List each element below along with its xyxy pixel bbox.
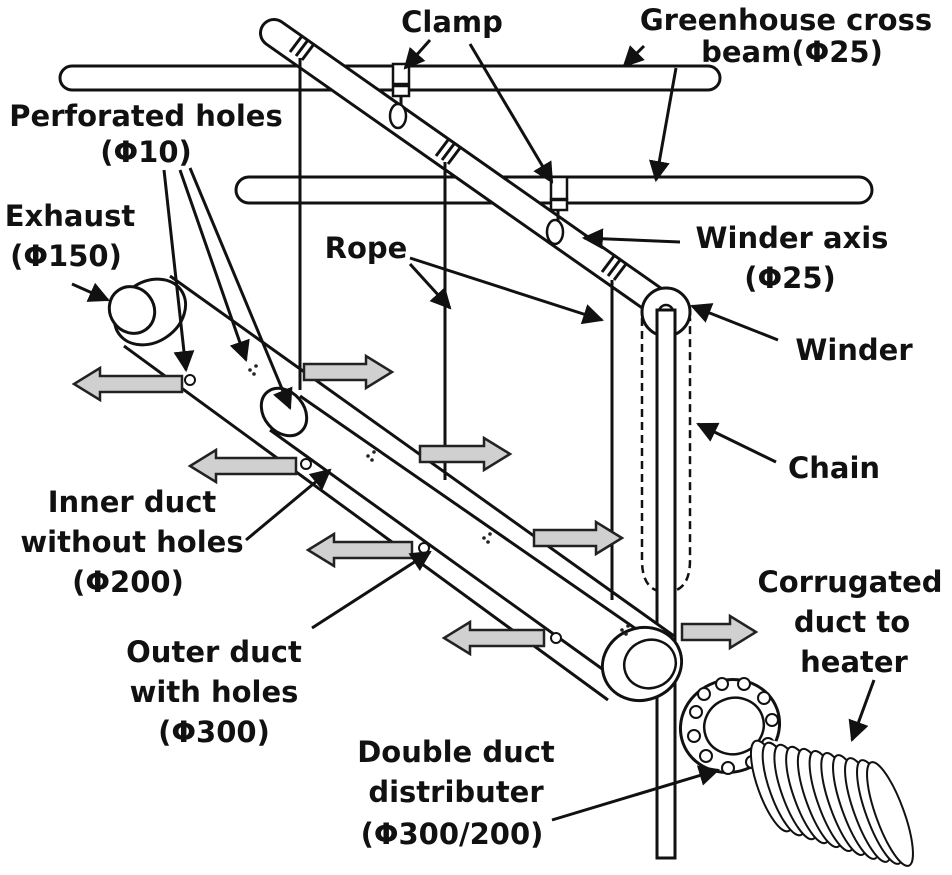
exhaust-label-line2: (Φ150) <box>10 239 122 273</box>
winder-axis-label-line1: Winder axis <box>696 221 889 255</box>
inner-duct-label-line1: Inner duct <box>48 485 217 519</box>
distributer-label-line3: (Φ300/200) <box>361 817 544 851</box>
clamp-label: Clamp <box>401 5 503 39</box>
greenhouse-beam-label-line2: beam(Φ25) <box>701 35 883 69</box>
distributer-label-line1: Double duct <box>357 735 555 769</box>
clamp-upper <box>388 62 411 130</box>
inner-duct-label-line3: (Φ200) <box>72 565 184 599</box>
corrugated-label-line2: duct to <box>794 605 910 639</box>
perforated-holes <box>184 364 630 644</box>
distributer-label-line2: distributer <box>368 775 544 809</box>
outer-duct-label-line1: Outer duct <box>126 635 302 669</box>
corrugated-label-line3: heater <box>800 645 908 679</box>
outer-duct-label-line3: (Φ300) <box>158 715 270 749</box>
inner-duct-label-line2: without holes <box>20 525 243 559</box>
rope-label: Rope <box>325 231 408 265</box>
perforated-holes-label-line1: Perforated holes <box>9 99 282 133</box>
exhaust-label-line1: Exhaust <box>5 199 136 233</box>
ropes <box>298 58 614 600</box>
corrugated-label-line1: Corrugated <box>757 565 942 599</box>
rope-winding-3 <box>600 255 628 281</box>
rope-winding-1 <box>288 35 316 61</box>
clamp-lower <box>545 175 569 246</box>
exhaust-cap <box>107 277 188 347</box>
perforated-holes-label-line2: (Φ10) <box>100 135 192 169</box>
chain-label: Chain <box>788 451 880 485</box>
corrugated-duct <box>749 739 914 867</box>
labels: Clamp Greenhouse cross beam(Φ25) Perfora… <box>5 3 943 851</box>
leader-lines <box>71 39 876 822</box>
upper-cross-beam <box>58 64 722 92</box>
vertical-pole <box>655 308 677 860</box>
outer-duct-label-line2: with holes <box>130 675 299 709</box>
outer-end-opening <box>600 626 684 702</box>
winder-label: Winder <box>795 333 913 367</box>
winder-axis-rod <box>259 18 675 319</box>
greenhouse-beam-label-line1: Greenhouse cross <box>640 3 932 37</box>
rope-winding-2 <box>434 139 462 165</box>
airflow-arrows <box>71 353 759 657</box>
winder-axis-label-line2: (Φ25) <box>744 261 836 295</box>
